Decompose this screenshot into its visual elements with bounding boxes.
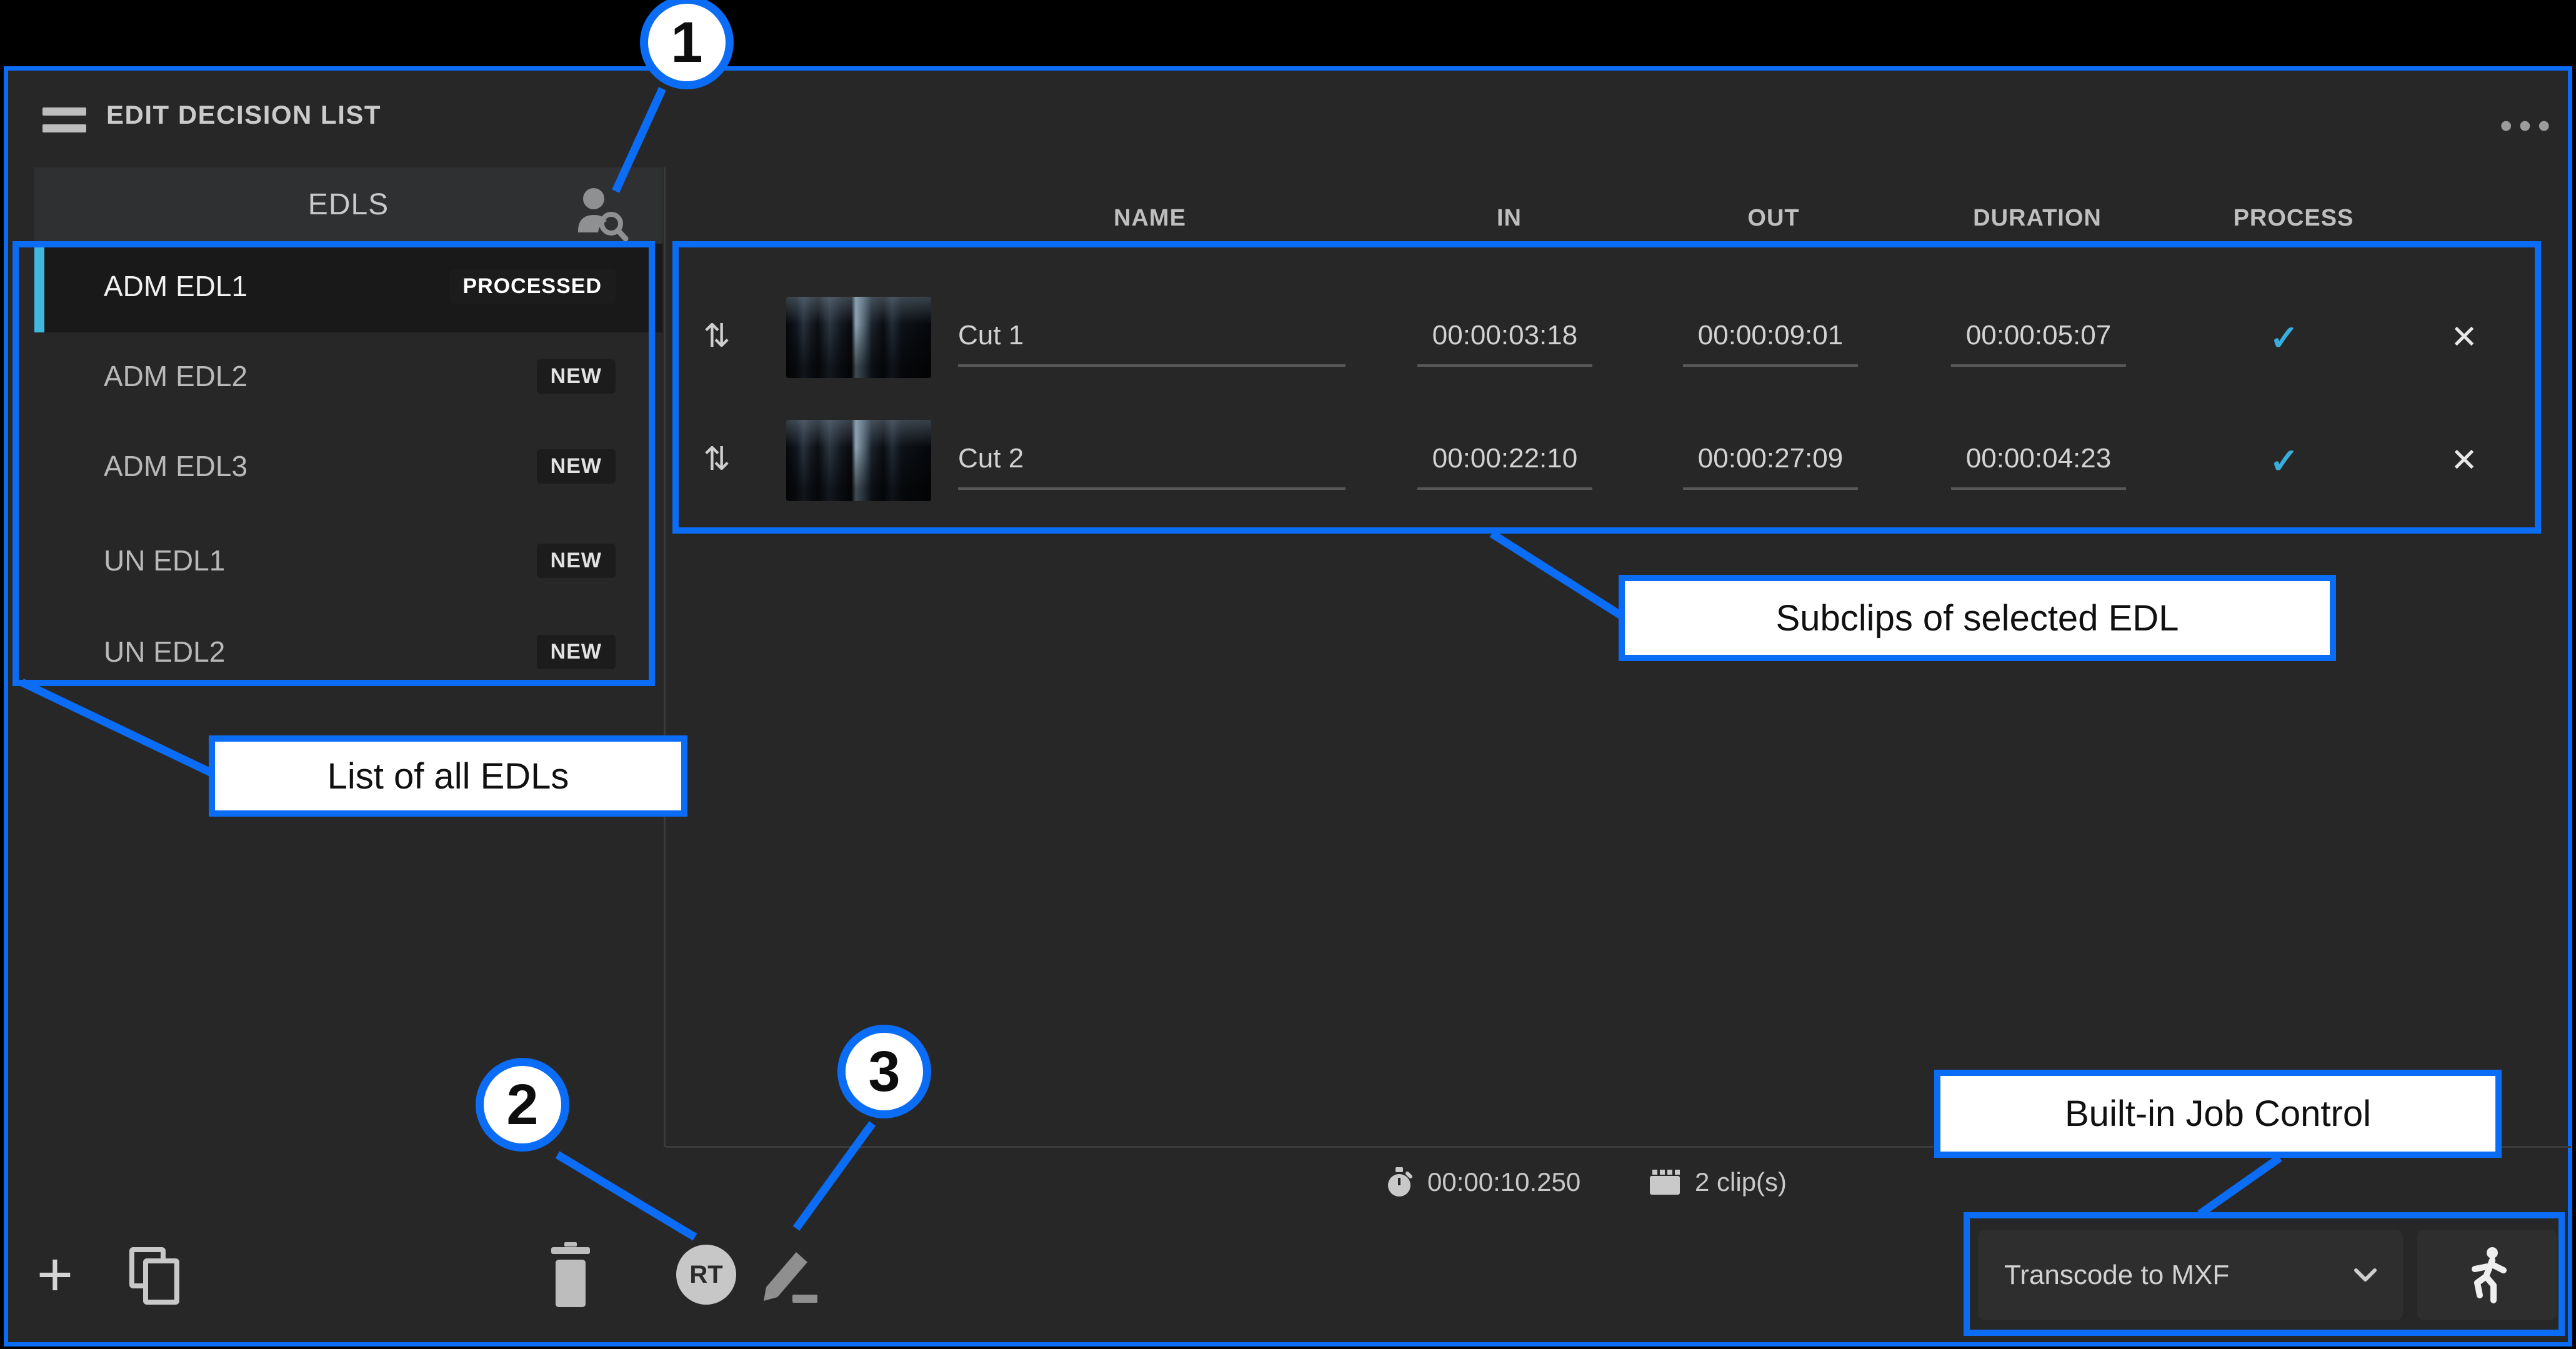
status-badge: NEW [536,543,616,578]
out-timecode-field[interactable]: 00:00:09:01 [1697,320,1844,351]
edl-status-badge-wrap: PROCESSED [375,269,616,304]
field-underline [1417,487,1592,490]
column-header-out: OUT [1747,205,1800,231]
hamburger-menu-icon[interactable] [42,107,86,132]
annotation-box-job-control [1964,1212,2565,1336]
clip-name-field[interactable]: Cut 1 [958,320,1024,351]
clip-thumbnail [786,297,931,378]
remove-clip-icon[interactable]: ✕ [2450,319,2478,356]
status-badge: NEW [536,449,616,484]
clip-count-text: 2 clip(s) [1695,1167,1787,1197]
edl-list-header-bar [34,167,662,244]
field-underline [1417,364,1592,367]
annotation-label-edl-list: List of all EDLs [209,735,687,817]
reorder-handle-icon[interactable]: ⇅ [703,441,731,477]
status-badge: PROCESSED [449,269,616,304]
field-underline [1683,487,1858,490]
column-header-process: PROCESS [2233,205,2354,231]
rough-transcript-button[interactable]: RT [676,1245,736,1305]
running-man-icon [2472,1247,2507,1303]
stopwatch-icon [1388,1167,1412,1197]
process-checkmark-icon[interactable]: ✓ [2269,318,2299,357]
status-badge: NEW [536,634,616,669]
field-underline [1951,487,2126,490]
edl-list-item[interactable]: ADM EDL1 [104,270,248,302]
duration-timecode-field[interactable]: 00:00:05:07 [1965,320,2112,351]
field-underline [1683,364,1858,367]
delete-edl-icon[interactable] [549,1242,592,1311]
edl-status-badge-wrap: NEW [375,449,616,484]
callout-circle-2: 2 [476,1058,569,1152]
edl-status-badge-wrap: NEW [375,634,616,669]
selected-row-accent-bar [34,244,44,332]
panel-divider [664,167,666,1147]
in-timecode-field[interactable]: 00:00:03:18 [1432,320,1578,351]
field-underline [958,487,1345,490]
edl-list-item[interactable]: ADM EDL2 [104,360,248,392]
job-preset-value: Transcode to MXF [2004,1259,2230,1290]
user-search-icon[interactable] [572,182,632,245]
annotation-label-job-control: Built-in Job Control [1934,1070,2502,1158]
in-timecode-field[interactable]: 00:00:22:10 [1432,443,1578,474]
edl-list-item[interactable]: UN EDL2 [104,635,226,668]
add-edl-button[interactable]: + [36,1240,74,1310]
annotation-box-subclips [672,241,2541,534]
duplicate-edl-icon-front[interactable] [143,1258,179,1305]
total-duration-text: 00:00:10.250 [1427,1167,1581,1197]
chevron-down-icon [2354,1268,2377,1282]
edl-list-item[interactable]: ADM EDL3 [104,450,248,482]
remove-clip-icon[interactable]: ✕ [2450,442,2478,479]
field-underline [958,364,1345,367]
edl-list-title: EDLS [307,188,389,221]
duration-timecode-field[interactable]: 00:00:04:23 [1965,443,2112,474]
more-options-icon[interactable]: ••• [2500,106,2557,146]
out-timecode-field[interactable]: 00:00:27:09 [1697,443,1844,474]
column-header-name: NAME [1114,205,1186,231]
clip-name-field[interactable]: Cut 2 [958,443,1024,474]
callout-circle-3: 3 [837,1025,931,1118]
annotation-box-edl-list [12,241,655,686]
clip-thumbnail [786,420,931,501]
process-checkmark-icon[interactable]: ✓ [2269,441,2299,480]
column-header-duration: DURATION [1973,205,2102,231]
job-preset-dropdown[interactable]: Transcode to MXF [1978,1230,2403,1320]
panel-title: EDIT DECISION LIST [106,100,382,129]
field-underline [1951,364,2126,367]
annotation-label-subclips: Subclips of selected EDL [1619,575,2336,661]
status-badge: NEW [536,359,616,394]
clip-count-icon [1650,1170,1680,1195]
edl-status-badge-wrap: NEW [375,359,616,394]
callout-circle-1: 1 [640,0,734,89]
edl-list-item[interactable]: UN EDL1 [104,544,226,577]
edl-status-badge-wrap: NEW [375,543,616,578]
status-bar-divider [666,1146,2571,1148]
run-job-button[interactable] [2417,1230,2557,1320]
column-header-in: IN [1497,205,1522,231]
edit-pencil-icon[interactable] [761,1243,819,1306]
reorder-handle-icon[interactable]: ⇅ [703,318,731,354]
